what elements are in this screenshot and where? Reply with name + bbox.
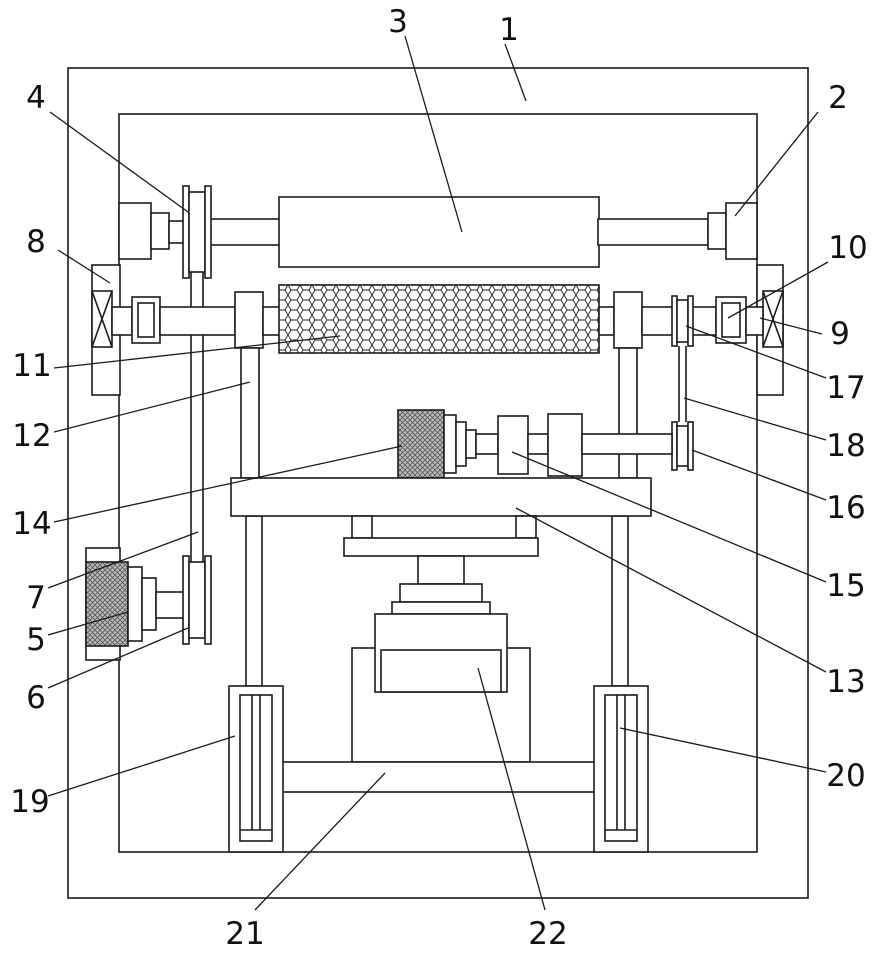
lower-left-motor (86, 562, 128, 646)
label-2: 2 (828, 80, 848, 116)
label-16: 16 (826, 490, 865, 526)
label-19: 19 (10, 784, 49, 820)
label-12: 12 (12, 418, 51, 454)
base-beam (282, 762, 596, 792)
label-7: 7 (26, 580, 46, 616)
label-18: 18 (826, 428, 865, 464)
label-14: 14 (12, 506, 51, 542)
label-20: 20 (826, 758, 865, 794)
label-13: 13 (826, 664, 865, 700)
label-8: 8 (26, 224, 46, 260)
label-1: 1 (499, 12, 519, 48)
label-5: 5 (26, 622, 46, 658)
label-22: 22 (528, 916, 567, 952)
label-4: 4 (26, 80, 46, 116)
label-11: 11 (12, 348, 51, 384)
left-lift-cylinder (229, 686, 283, 852)
mesh-roller (279, 285, 599, 353)
right-lift-cylinder (594, 686, 648, 852)
label-10: 10 (828, 230, 867, 266)
label-21: 21 (225, 916, 264, 952)
upper-pulley (183, 186, 211, 278)
label-6: 6 (26, 680, 46, 716)
label-17: 17 (826, 370, 865, 406)
label-3: 3 (388, 4, 408, 40)
label-15: 15 (826, 568, 865, 604)
upper-motor (398, 410, 444, 478)
upper-roller (279, 197, 599, 267)
label-9: 9 (830, 316, 850, 352)
